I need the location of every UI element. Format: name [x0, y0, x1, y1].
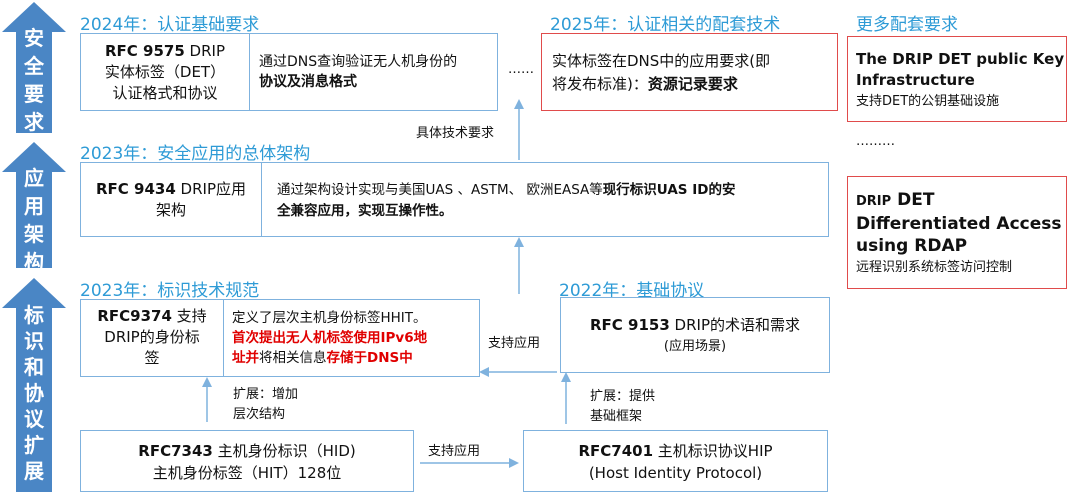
rfc9575-desc: 通过DNS查询验证无人机身份的 协议及消息格式 — [259, 54, 458, 90]
rdap-box: DRIP DET Differentiated Access using RDA… — [847, 176, 1067, 289]
label-extend-left: 扩展：增加 层次结构 — [233, 387, 299, 422]
label-support-mid: 支持应用 — [488, 336, 541, 351]
title-2025: 2025年：认证相关的配套技术 — [550, 15, 781, 35]
title-2023-id: 2023年：标识技术规范 — [80, 281, 260, 301]
rfc7343-box: RFC7343 主机身份标识（HID) 主机身份标签（HIT）128位 — [80, 430, 414, 492]
ellipsis-mid: …… — [508, 62, 534, 77]
title-2024: 2024年：认证基础要求 — [80, 15, 260, 35]
side-label-identity: 标 识 和 协 议 扩 展 — [24, 303, 44, 483]
up-arrow-icon — [2, 142, 66, 268]
label-support-bottom: 支持应用 — [428, 444, 481, 459]
label-extend-right: 扩展：提供 基础框架 — [590, 389, 656, 424]
rfc9374-name: RFC9374 支持 DRIP的身份标 签 — [97, 307, 207, 367]
ellipsis-right: ……… — [856, 134, 895, 149]
rfc9434-desc: 通过架构设计实现与美国UAS 、ASTM、 欧洲EASA等现行标识UAS ID的… — [277, 182, 736, 219]
up-arrow-icon — [2, 278, 66, 492]
rfc9434-box: RFC 9434 DRIP应用 架构 通过架构设计实现与美国UAS 、ASTM、… — [80, 162, 829, 237]
rdap-desc: DRIP DET Differentiated Access using RDA… — [856, 190, 1062, 275]
pki-box: The DRIP DET public Key Infrastructure 支… — [847, 36, 1067, 122]
rfc9575-name: RFC 9575 DRIP 实体标签（DET） 认证格式和协议 — [104, 42, 226, 102]
title-more: 更多配套要求 — [856, 15, 958, 35]
label-tech-requirements: 具体技术要求 — [416, 126, 495, 141]
divider — [223, 300, 224, 376]
rfc9153-box: RFC 9153 DRIP的术语和需求 (应用场景) — [560, 297, 830, 373]
rfc9434-name: RFC 9434 DRIP应用 架构 — [96, 180, 246, 219]
title-2022: 2022年：基础协议 — [559, 281, 705, 301]
rfc7401-box: RFC7401 主机标识协议HIP (Host Identity Protoco… — [523, 430, 828, 492]
pki-desc: The DRIP DET public Key Infrastructure 支… — [856, 50, 1065, 109]
up-arrow-icon — [2, 2, 66, 133]
title-2023-app: 2023年：安全应用的总体架构 — [80, 144, 311, 164]
dns-desc: 实体标签在DNS中的应用要求(即 将发布标准)：资源记录要求 — [552, 52, 771, 93]
side-arrow-security: 安 全 要 求 — [0, 0, 68, 135]
side-arrow-architecture: 应 用 架 构 — [0, 140, 68, 274]
dns-requirement-box: 实体标签在DNS中的应用要求(即 将发布标准)：资源记录要求 — [541, 33, 838, 111]
rfc9374-desc: 定义了层次主机身份标签HHIT。 首次提出无人机标签使用IPv6地 址并将相关信… — [232, 310, 428, 366]
side-label-security: 安 全 要 求 — [24, 26, 44, 134]
side-arrow-identity: 标 识 和 协 议 扩 展 — [0, 276, 68, 494]
rfc7343-name: RFC7343 主机身份标识（HID) 主机身份标签（HIT）128位 — [138, 442, 356, 482]
side-label-architecture: 应 用 架 构 — [24, 166, 44, 274]
rfc9374-box: RFC9374 支持 DRIP的身份标 签 定义了层次主机身份标签HHIT。 首… — [80, 299, 480, 377]
rfc9153-name: RFC 9153 DRIP的术语和需求 (应用场景) — [590, 316, 800, 354]
divider — [249, 34, 250, 110]
divider — [261, 163, 262, 236]
rfc9575-box: RFC 9575 DRIP 实体标签（DET） 认证格式和协议 通过DNS查询验… — [80, 33, 498, 111]
rfc7401-name: RFC7401 主机标识协议HIP (Host Identity Protoco… — [578, 442, 773, 482]
